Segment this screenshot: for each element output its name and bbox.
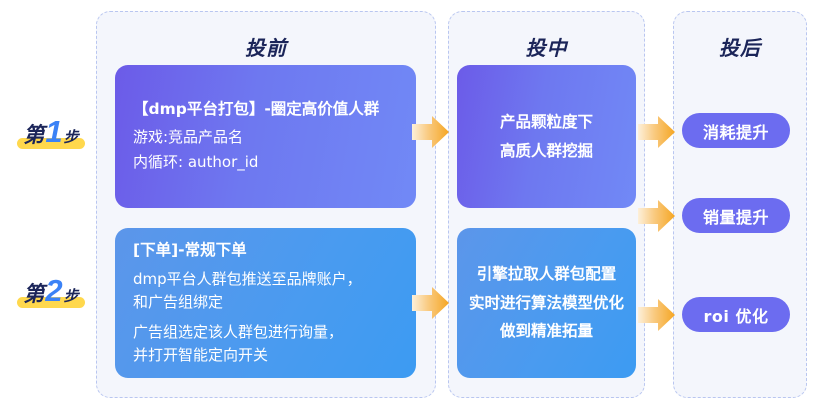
card-pre-step2-line-3: 广告组选定该人群包进行询量， <box>133 323 344 341</box>
arrow-right-icon-3 <box>638 116 675 148</box>
card-mid-step2-line-1: 实时进行算法模型优化 <box>468 293 624 312</box>
arrow-right-icon-5 <box>638 299 675 331</box>
card-pre-step1-line-1: 游戏:竞品产品名 <box>133 127 244 146</box>
step-1-number: 1 <box>45 114 63 149</box>
step-label-1: 第1步 <box>8 103 94 149</box>
card-mid-step1-line-1: 高质人群挖掘 <box>499 141 593 160</box>
step-label-2: 第2步 <box>8 262 94 308</box>
card-pre-step2-line-1: dmp平台人群包推送至品牌账户， <box>133 269 362 288</box>
arrow-right-icon-1 <box>412 116 449 148</box>
step-1-highlight-bar <box>17 138 85 149</box>
phase-title-mid: 投中 <box>525 36 568 60</box>
card-mid-step2-line-0: 引擎拉取人群包配置 <box>476 264 617 283</box>
card-pre-step1-line-2: 内循环: author_id <box>133 153 259 171</box>
card-mid-step1[interactable]: 产品颗粒度下 高质人群挖掘 <box>457 65 636 208</box>
card-pre-step2-line-2: 和广告组绑定 <box>133 292 224 311</box>
step-1-suffix: 步 <box>63 128 79 146</box>
card-pre-step2[interactable]: [下单]-常规下单 dmp平台人群包推送至品牌账户， 和广告组绑定 广告组选定该… <box>115 228 416 378</box>
card-pre-step1-line-0: 【dmp平台打包】-圈定高价值人群 <box>133 99 380 118</box>
phase-title-pre: 投前 <box>245 36 287 60</box>
card-mid-step1-line-0: 产品颗粒度下 <box>499 112 593 131</box>
result-pill-3[interactable]: roi 优化 <box>682 297 790 332</box>
card-mid-step2[interactable]: 引擎拉取人群包配置 实时进行算法模型优化 做到精准拓量 <box>457 228 636 378</box>
card-mid-step2-line-2: 做到精准拓量 <box>499 322 593 341</box>
arrow-right-icon-2 <box>412 287 449 319</box>
card-pre-step1[interactable]: 【dmp平台打包】-圈定高价值人群 游戏:竞品产品名 内循环: author_i… <box>115 65 416 208</box>
card-pre-step2-line-0: [下单]-常规下单 <box>133 241 247 260</box>
phase-title-post: 投后 <box>719 36 761 60</box>
result-pill-1[interactable]: 消耗提升 <box>682 113 790 148</box>
step-2-prefix: 第 <box>23 282 45 306</box>
step-1-prefix: 第 <box>23 123 45 147</box>
result-pill-2[interactable]: 销量提升 <box>682 198 790 233</box>
step-2-highlight-bar <box>17 297 85 308</box>
arrow-right-icon-4 <box>638 200 675 232</box>
step-2-suffix: 步 <box>63 287 79 305</box>
card-pre-step2-line-4: 并打开智能定向开关 <box>133 346 269 365</box>
step-2-number: 2 <box>45 273 63 308</box>
